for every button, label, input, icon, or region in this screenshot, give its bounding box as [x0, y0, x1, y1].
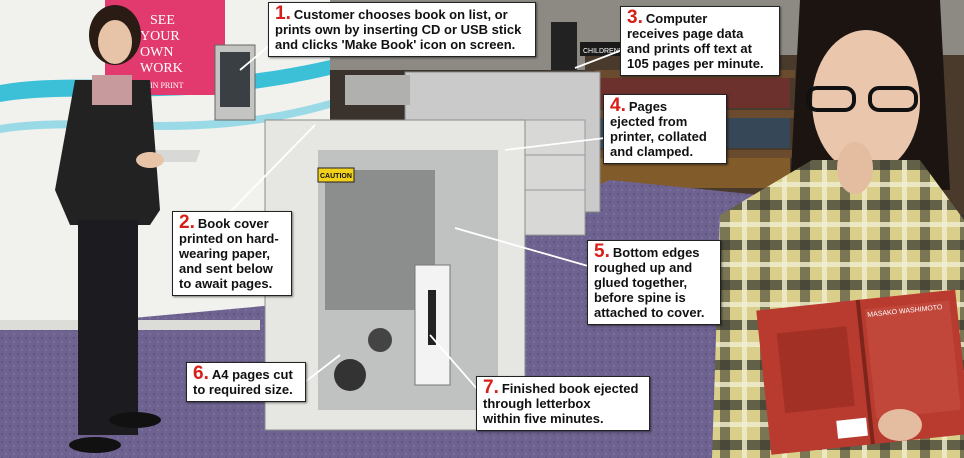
callout-text: to required size. [193, 382, 293, 397]
callout-text: wearing paper, [179, 246, 271, 261]
callout-number: 4. [610, 95, 626, 116]
caution-text: CAUTION [320, 173, 352, 180]
rear-monitor [551, 22, 577, 70]
callout-step-3: 3.Computer receives page data and prints… [620, 6, 780, 76]
callout-text: Customer chooses book on list, or [293, 7, 508, 22]
printer-drawers [524, 119, 586, 236]
callout-text: Book cover [197, 216, 269, 231]
store-sign-text: CHILDREN'S [583, 48, 625, 55]
callout-text: ejected from [610, 114, 688, 129]
callout-text: and prints off text at [627, 41, 752, 56]
callout-text: Bottom edges [612, 245, 700, 260]
callout-number: 2. [179, 212, 195, 233]
callout-text: Finished book ejected [501, 381, 639, 396]
callout-step-7: 7.Finished book ejected through letterbo… [476, 376, 650, 431]
callout-text: before spine is [594, 290, 686, 305]
pointer-7 [429, 334, 479, 391]
callout-step-5: 5.Bottom edges roughed up and glued toge… [587, 240, 721, 325]
pointer-5 [454, 227, 589, 267]
callout-text: and sent below [179, 261, 273, 276]
callout-text: and clamped. [610, 144, 694, 159]
callout-step-4: 4.Pages ejected from printer, collated a… [603, 94, 727, 164]
callout-number: 7. [483, 377, 499, 398]
callout-text: prints own by inserting CD or USB stick [275, 22, 522, 37]
callout-step-1: 1.Customer chooses book on list, or prin… [268, 2, 536, 57]
poster-text-5: IN PRINT [150, 81, 184, 90]
pointer-1 [239, 44, 271, 71]
caution-label [317, 167, 355, 183]
callout-text: to await pages. [179, 276, 273, 291]
poster-text-3: OWN [140, 45, 173, 60]
callout-number: 6. [193, 363, 209, 384]
callout-text: attached to cover. [594, 305, 705, 320]
poster-text-2: YOUR [140, 29, 180, 44]
pointer-3 [574, 49, 623, 69]
callout-text: 105 pages per minute. [627, 56, 764, 71]
callout-text: Pages [628, 99, 668, 114]
callout-text: A4 pages cut [211, 367, 293, 382]
callout-number: 1. [275, 3, 291, 24]
poster-text-4: WORK [140, 61, 183, 76]
red-book: MASAKO WASHIMOTO [756, 289, 964, 455]
callout-text: and clicks 'Make Book' icon on screen. [275, 37, 516, 52]
pointer-4 [504, 137, 606, 151]
pointer-2 [227, 124, 316, 215]
callout-number: 5. [594, 241, 610, 262]
callout-text: roughed up and [594, 260, 693, 275]
callout-text: receives page data [627, 26, 744, 41]
callout-number: 3. [627, 7, 643, 28]
callout-step-2: 2.Book cover printed on hard- wearing pa… [172, 211, 292, 296]
pointer-6 [304, 354, 341, 383]
callout-text: printer, collated [610, 129, 707, 144]
callout-text: glued together, [594, 275, 688, 290]
standing-woman [55, 5, 164, 453]
poster-text-1: SEE [150, 13, 175, 28]
callout-text: printed on hard- [179, 231, 279, 246]
callout-text: through letterbox [483, 396, 591, 411]
printer-top [345, 75, 410, 105]
callout-step-6: 6.A4 pages cut to required size. [186, 362, 306, 402]
callout-text: within five minutes. [483, 411, 604, 426]
callout-text: Computer [645, 11, 708, 26]
callout-pointers [227, 44, 623, 391]
